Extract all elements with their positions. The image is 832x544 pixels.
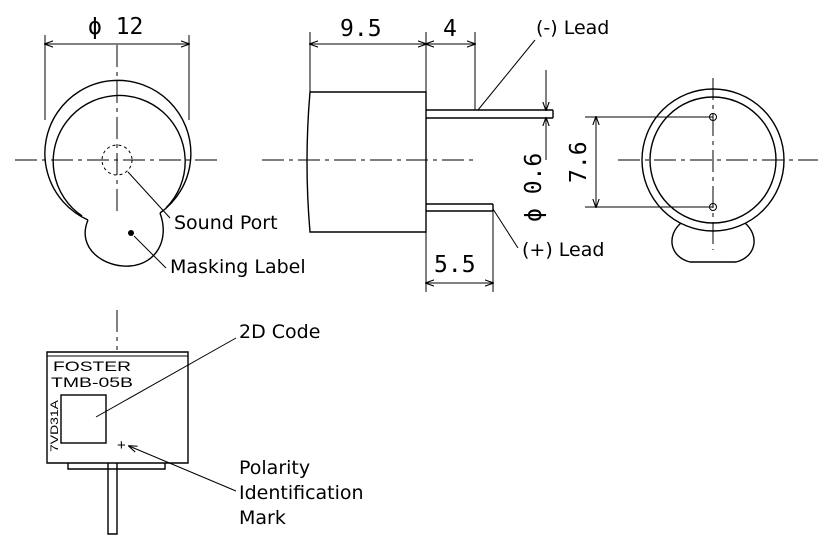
polarity-plus-mark: + bbox=[117, 437, 126, 454]
bottom-body-inner-ring bbox=[649, 96, 777, 224]
polarity-label-line1: Polarity bbox=[239, 457, 310, 479]
code-2d-square bbox=[60, 394, 107, 444]
model-marking: TMB-05B bbox=[51, 374, 133, 390]
negative-lead bbox=[426, 109, 554, 119]
lead-length-label: 4 bbox=[443, 16, 457, 42]
top-view-body-inner-ring bbox=[52, 94, 186, 217]
bottom-body-outline bbox=[641, 88, 785, 232]
top-view-body-outline bbox=[44, 79, 192, 221]
lot-marking: 7VD31A bbox=[49, 399, 61, 452]
lead-pitch-label: 7.6 bbox=[566, 141, 592, 183]
brand-marking: FOSTER bbox=[53, 358, 131, 374]
masking-label-leader bbox=[133, 235, 167, 269]
bottom-masking-label bbox=[671, 222, 755, 263]
polarity-label-line2: Identification bbox=[239, 482, 364, 504]
bottom-view: 7.6 bbox=[566, 78, 818, 263]
polarity-label-line3: Mark bbox=[239, 507, 286, 529]
lead-spacing-label: 5.5 bbox=[434, 252, 476, 278]
pos-lead-label: (+) Lead bbox=[522, 239, 604, 261]
top-view: ϕ 12 Sound Port Masking Label bbox=[15, 14, 306, 278]
sound-port-leader bbox=[127, 171, 171, 219]
code-2d-leader bbox=[95, 337, 237, 418]
sound-port-label: Sound Port bbox=[174, 212, 278, 234]
positive-lead bbox=[426, 203, 494, 212]
front-lead bbox=[107, 463, 118, 535]
lead-diameter-label: ϕ 0.6 bbox=[521, 153, 547, 222]
masking-label-dot bbox=[128, 230, 134, 236]
neg-lead-label: (-) Lead bbox=[536, 17, 609, 39]
polarity-leader bbox=[129, 446, 237, 492]
diameter-label: ϕ 12 bbox=[88, 14, 143, 40]
front-body-outline bbox=[46, 351, 189, 464]
neg-lead-leader bbox=[477, 39, 536, 111]
masking-label-shape bbox=[84, 212, 164, 267]
side-body-outline bbox=[306, 91, 427, 233]
code-2d-label: 2D Code bbox=[239, 321, 320, 343]
front-view: FOSTER TMB-05B 7VD31A + 2D Code Polarity… bbox=[46, 310, 364, 535]
side-view: 9.5 4 5.5 ϕ 0.6 (-) Lead (+) Lead bbox=[262, 16, 609, 292]
pos-lead-leader bbox=[492, 208, 519, 249]
masking-label-label: Masking Label bbox=[170, 256, 306, 278]
height-label: 9.5 bbox=[340, 16, 382, 42]
sound-port-circle bbox=[101, 144, 133, 176]
